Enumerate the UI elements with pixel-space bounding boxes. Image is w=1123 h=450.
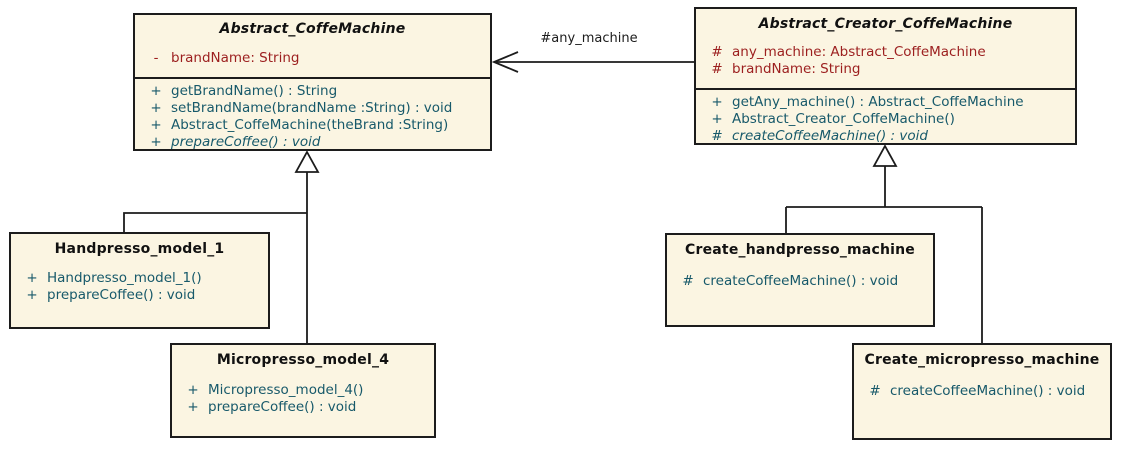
attributes-compartment: # any_machine: Abstract_CoffeMachine # b…: [696, 38, 1075, 88]
method-text: getBrandName() : String: [171, 83, 338, 99]
methods-compartment: + getBrandName() : String + setBrandName…: [135, 77, 490, 149]
method-row: + setBrandName(brandName :String) : void: [135, 100, 490, 117]
class-title: Micropresso_model_4: [216, 352, 390, 368]
method-text: Abstract_Creator_CoffeMachine(): [732, 111, 955, 127]
visibility-marker: +: [711, 111, 723, 127]
generalization-triangle-right: [872, 144, 898, 167]
class-title: Abstract_CoffeMachine: [219, 21, 406, 37]
visibility-marker: +: [26, 270, 38, 286]
class-box-abstract-coffemachine: Abstract_CoffeMachine - brandName: Strin…: [133, 13, 492, 151]
attribute-text: brandName: String: [171, 50, 300, 66]
method-row: + getBrandName() : String: [135, 83, 490, 100]
method-text: Micropresso_model_4(): [208, 382, 364, 398]
attributes-compartment: - brandName: String: [135, 43, 490, 77]
visibility-marker: +: [150, 117, 162, 133]
methods-compartment: + getAny_machine() : Abstract_CoffeMachi…: [696, 88, 1075, 143]
visibility-marker: #: [711, 128, 723, 143]
method-text: prepareCoffee() : void: [208, 399, 357, 415]
class-box-create-handpresso-machine: Create_handpresso_machine # createCoffee…: [665, 233, 935, 327]
method-row: + Micropresso_model_4(): [172, 382, 434, 399]
method-text: Handpresso_model_1(): [47, 270, 202, 286]
methods-compartment: # createCoffeeMachine() : void: [854, 374, 1110, 438]
method-text: prepareCoffee() : void: [47, 287, 196, 303]
association-label: #any_machine: [540, 31, 638, 46]
method-row: + prepareCoffee() : void: [11, 287, 268, 304]
class-box-abstract-creator-coffemachine: Abstract_Creator_CoffeMachine # any_mach…: [694, 7, 1077, 145]
association-open-arrowhead: [491, 51, 519, 73]
visibility-marker: +: [187, 382, 199, 398]
class-box-micropresso-model-4: Micropresso_model_4 + Micropresso_model_…: [170, 343, 436, 438]
visibility-marker: -: [153, 50, 159, 66]
method-row: + getAny_machine() : Abstract_CoffeMachi…: [696, 94, 1075, 111]
attribute-text: brandName: String: [732, 61, 861, 77]
methods-compartment: + Handpresso_model_1() + prepareCoffee()…: [11, 263, 268, 327]
attribute-row: # brandName: String: [696, 61, 1075, 78]
class-title: Create_micropresso_machine: [864, 351, 1100, 368]
class-title: Abstract_Creator_CoffeMachine: [758, 15, 1013, 32]
method-text: getAny_machine() : Abstract_CoffeMachine: [732, 94, 1024, 110]
class-title: Create_handpresso_machine: [685, 242, 915, 258]
generalization-triangle-left: [294, 150, 320, 173]
method-text: Abstract_CoffeMachine(theBrand :String): [171, 117, 449, 133]
method-row: + Handpresso_model_1(): [11, 270, 268, 287]
visibility-marker: #: [682, 273, 694, 289]
visibility-marker: +: [711, 94, 723, 110]
method-row: + prepareCoffee() : void: [135, 134, 490, 149]
class-box-create-micropresso-machine: Create_micropresso_machine # createCoffe…: [852, 343, 1112, 440]
method-text: createCoffeeMachine() : void: [703, 273, 899, 289]
method-row: + prepareCoffee() : void: [172, 399, 434, 416]
method-text: prepareCoffee() : void: [171, 134, 321, 149]
class-box-handpresso-model-1: Handpresso_model_1 + Handpresso_model_1(…: [9, 232, 270, 329]
visibility-marker: +: [187, 399, 199, 415]
visibility-marker: +: [150, 134, 162, 149]
method-text: setBrandName(brandName :String) : void: [171, 100, 453, 116]
visibility-marker: #: [869, 383, 881, 399]
visibility-marker: #: [711, 61, 723, 77]
attribute-row: - brandName: String: [135, 50, 490, 67]
method-row: # createCoffeeMachine() : void: [696, 128, 1075, 143]
visibility-marker: +: [150, 83, 162, 99]
methods-compartment: # createCoffeeMachine() : void: [667, 265, 933, 325]
visibility-marker: #: [711, 44, 723, 60]
attribute-row: # any_machine: Abstract_CoffeMachine: [696, 44, 1075, 61]
method-row: + Abstract_Creator_CoffeMachine(): [696, 111, 1075, 128]
visibility-marker: +: [150, 100, 162, 116]
method-row: + Abstract_CoffeMachine(theBrand :String…: [135, 117, 490, 134]
method-text: createCoffeeMachine() : void: [890, 383, 1086, 399]
visibility-marker: +: [26, 287, 38, 303]
method-text: createCoffeeMachine() : void: [732, 128, 928, 143]
attribute-text: any_machine: Abstract_CoffeMachine: [732, 44, 986, 60]
class-title: Handpresso_model_1: [54, 240, 225, 257]
method-row: # createCoffeeMachine() : void: [854, 383, 1110, 400]
methods-compartment: + Micropresso_model_4() + prepareCoffee(…: [172, 375, 434, 436]
method-row: # createCoffeeMachine() : void: [667, 273, 933, 290]
generalization-branch-handpresso: [123, 212, 307, 232]
